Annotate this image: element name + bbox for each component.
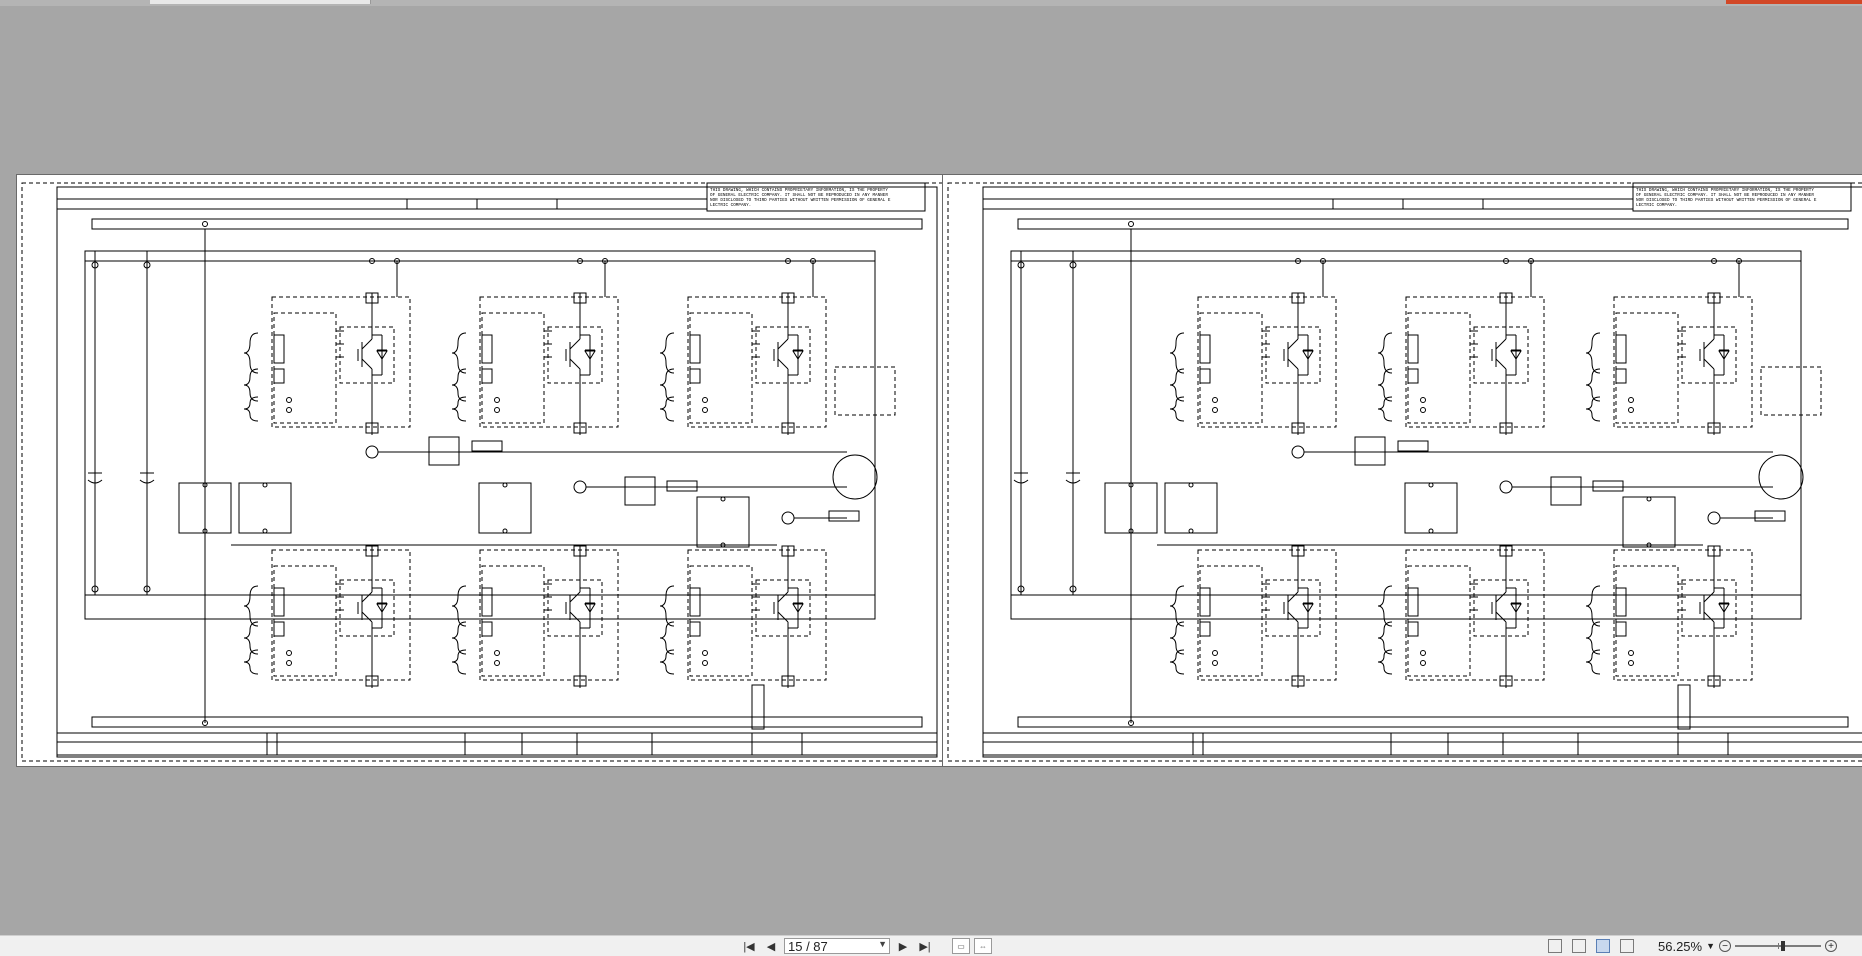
- document-tab[interactable]: [150, 0, 371, 4]
- phase-module: [1377, 292, 1545, 435]
- phase-module: [1377, 545, 1545, 688]
- prev-page-button[interactable]: ◀: [762, 937, 780, 955]
- first-page-icon: |◀: [743, 940, 755, 953]
- phase-module: [451, 292, 619, 435]
- zoom-slider[interactable]: [1735, 940, 1822, 952]
- voltage-attenuator-module: [1404, 482, 1458, 534]
- chevron-down-icon[interactable]: ▼: [878, 939, 887, 949]
- single-page-view-icon[interactable]: [1548, 939, 1562, 953]
- fit-page-icon[interactable]: ▭: [952, 938, 970, 954]
- zoom-value: 56.25%: [1658, 938, 1703, 954]
- voltage-attenuator-module: [696, 496, 750, 548]
- phase-module: [1585, 292, 1753, 435]
- phase-module: [659, 545, 827, 688]
- schematic-page-14: THIS DRAWING, WHICH CONTAINS PROPRIETARY…: [942, 174, 1862, 767]
- schematic-page-13: THIS DRAWING, WHICH CONTAINS PROPRIETARY…: [16, 174, 952, 767]
- status-bar: |◀ ◀ 15 / 87 ▼ ▶ ▶| ▭ ⇔ 56.25% ▼ − +: [0, 935, 1862, 956]
- title-block: [982, 732, 1862, 756]
- voltage-attenuator-module: [478, 482, 532, 534]
- proprietary-notice: THIS DRAWING, WHICH CONTAINS PROPRIETARY…: [1636, 188, 1817, 208]
- zoom-control: 56.25% ▼ − +: [1658, 937, 1838, 955]
- window-accent-strip: [1726, 0, 1862, 4]
- two-page-view-icon[interactable]: [1596, 939, 1610, 953]
- voltage-attenuator-module: [178, 482, 232, 534]
- last-page-icon: ▶|: [919, 940, 931, 953]
- zoom-in-button[interactable]: +: [1825, 940, 1838, 952]
- phase-module: [1169, 292, 1337, 435]
- zoom-out-button[interactable]: −: [1719, 940, 1732, 952]
- voltage-attenuator-module: [1104, 482, 1158, 534]
- fit-width-icon[interactable]: ⇔: [974, 938, 992, 954]
- zoom-slider-thumb[interactable]: [1781, 941, 1786, 951]
- document-tab-strip: [0, 0, 1862, 6]
- prev-page-icon: ◀: [766, 940, 776, 953]
- page-number-value: 15 / 87: [788, 938, 828, 954]
- page-number-field[interactable]: 15 / 87 ▼: [784, 938, 890, 954]
- first-page-button[interactable]: |◀: [740, 937, 758, 955]
- voltage-attenuator-module: [238, 482, 292, 534]
- voltage-attenuator-module: [1164, 482, 1218, 534]
- zoom-dropdown-icon[interactable]: ▼: [1706, 941, 1716, 951]
- phase-module: [1169, 545, 1337, 688]
- proprietary-notice: THIS DRAWING, WHICH CONTAINS PROPRIETARY…: [710, 188, 891, 208]
- phase-module: [243, 292, 411, 435]
- next-page-icon: ▶: [898, 940, 908, 953]
- two-page-continuous-view-icon[interactable]: [1620, 939, 1634, 953]
- next-page-button[interactable]: ▶: [894, 937, 912, 955]
- phase-module: [1585, 545, 1753, 688]
- title-block: [56, 732, 938, 756]
- continuous-view-icon[interactable]: [1572, 939, 1586, 953]
- page-navigation: |◀ ◀ 15 / 87 ▼ ▶ ▶| ▭ ⇔: [740, 937, 992, 955]
- view-mode-buttons: [1548, 937, 1634, 955]
- last-page-button[interactable]: ▶|: [916, 937, 934, 955]
- phase-module: [243, 545, 411, 688]
- voltage-attenuator-module: [1622, 496, 1676, 548]
- phase-module: [451, 545, 619, 688]
- phase-module: [659, 292, 827, 435]
